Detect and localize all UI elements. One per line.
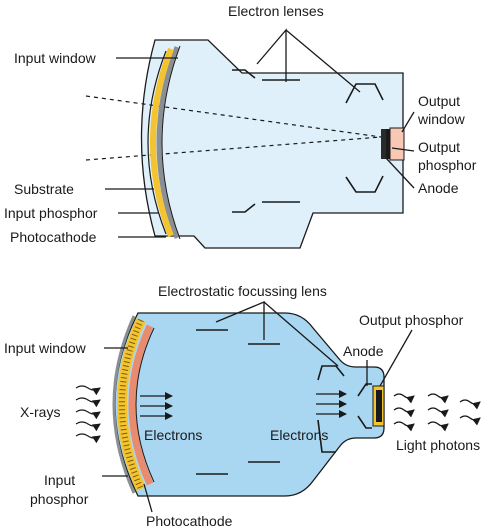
bottom-label-output-phosphor: Output phosphor (359, 312, 464, 328)
photon-arrow-6 (427, 421, 449, 432)
top-output-window-leader (401, 111, 415, 133)
bottom-input-window-glass (112, 315, 136, 494)
photon-arrow-4 (427, 393, 449, 404)
top-ray-lower (85, 136, 382, 161)
top-photocathode (147, 50, 167, 235)
top-substrate (156, 46, 180, 239)
top-electron-lenses-leader-2 (285, 29, 361, 93)
xray-arrow-5 (75, 433, 101, 444)
photon-arrow-3 (393, 421, 415, 432)
photon-arrow-5 (427, 407, 449, 418)
bottom-label-input-phosphor-2: phosphor (30, 491, 89, 507)
bottom-focussing-lens-leader-2 (263, 301, 339, 367)
bottom-label-electrons-right: Electrons (270, 427, 328, 443)
xray-arrow-3 (75, 409, 101, 420)
electron-arrows-right (316, 390, 347, 418)
photon-arrow-1 (393, 393, 415, 404)
top-screen-outline (161, 45, 181, 240)
bottom-label-light-photons: Light photons (396, 437, 480, 453)
top-electrode-3u (345, 83, 384, 104)
top-label-input-window: Input window (14, 50, 97, 66)
electron-arrows-left (140, 392, 173, 420)
bottom-photocathode-leader (143, 483, 153, 513)
top-input-phosphor (150, 47, 174, 238)
top-label-anode: Anode (418, 180, 459, 196)
top-output-phosphor-leader (391, 147, 415, 152)
top-ray-upper (85, 95, 382, 138)
bottom-label-input-window: Input window (4, 340, 87, 356)
photon-arrow-7 (459, 399, 481, 410)
bottom-diagram: Electrostatic focussing lens Input windo… (4, 283, 481, 529)
top-label-output-window-2: window (417, 111, 466, 127)
top-label-output-phosphor-1: Output (418, 139, 460, 155)
top-label-electron-lenses: Electron lenses (228, 3, 324, 19)
bottom-label-electrons-left: Electrons (144, 427, 202, 443)
bottom-output-phosphor-leader (379, 329, 413, 387)
xray-arrows (75, 385, 101, 444)
top-diagram: Electron lenses Input window Output wind… (4, 3, 477, 249)
xray-arrow-4 (75, 421, 101, 432)
bottom-screen-edge (135, 327, 155, 483)
xray-arrow-2 (75, 397, 101, 408)
bottom-label-xrays: X-rays (20, 404, 60, 420)
xray-arrow-1 (75, 385, 101, 396)
top-label-input-phosphor: Input phosphor (4, 205, 98, 221)
light-photon-arrows (393, 393, 481, 432)
bottom-anode (357, 383, 372, 397)
bottom-photocathode (128, 324, 154, 486)
top-anode (381, 129, 386, 159)
bottom-label-anode: Anode (343, 343, 384, 359)
top-electrode-1u (232, 69, 256, 79)
top-label-output-phosphor-2: phosphor (418, 157, 477, 173)
bottom-electrode-3u (317, 365, 345, 381)
top-electrode-3l (345, 175, 384, 193)
top-label-output-window-1: Output (418, 93, 460, 109)
bottom-input-phosphor-texture (119, 318, 144, 491)
top-label-substrate: Substrate (14, 181, 74, 197)
bottom-label-focussing-lens: Electrostatic focussing lens (158, 283, 327, 299)
bottom-output-phosphor-core (376, 390, 382, 422)
photon-arrow-2 (393, 407, 415, 418)
bottom-tube-body (114, 312, 385, 497)
top-tube-body (140, 39, 404, 249)
top-output-window (389, 127, 405, 161)
top-anode-leader (385, 157, 415, 189)
bottom-label-photocathode: Photocathode (146, 513, 233, 529)
photon-arrow-8 (459, 415, 481, 426)
bottom-label-input-phosphor-1: Input (44, 472, 75, 488)
top-label-photocathode: Photocathode (10, 229, 97, 245)
top-electrode-1l (232, 203, 256, 213)
bottom-anode-lower (357, 415, 372, 429)
top-output-phosphor (386, 129, 390, 159)
bottom-electrode-3l (317, 419, 336, 453)
